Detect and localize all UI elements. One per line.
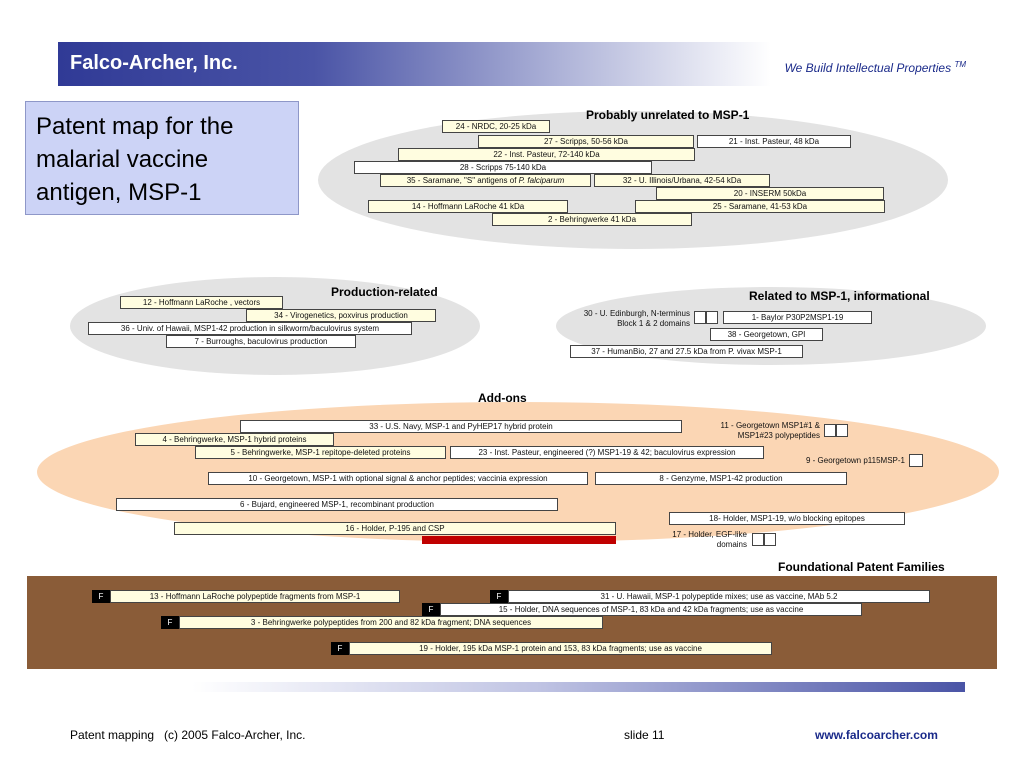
patent-9-label: 9 - Georgetown p115MSP-1: [805, 456, 905, 465]
patent-11-box-b: [836, 424, 848, 437]
patent-27: 27 - Scripps, 50-56 kDa: [478, 135, 694, 148]
patent-14: 14 - Hoffmann LaRoche 41 kDa: [368, 200, 568, 213]
footer-slide-number: slide 11: [624, 728, 665, 742]
patent-4: 4 - Behringwerke, MSP-1 hybrid proteins: [135, 433, 334, 446]
patent-2: 2 - Behringwerke 41 kDa: [492, 213, 692, 226]
foundational-marker-15: F: [422, 603, 440, 616]
patent-15: 15 - Holder, DNA sequences of MSP-1, 83 …: [440, 603, 862, 616]
tagline-text: We Build Intellectual Properties: [784, 61, 952, 75]
company-name: Falco-Archer, Inc.: [70, 52, 238, 74]
patent-10: 10 - Georgetown, MSP-1 with optional sig…: [208, 472, 588, 485]
patent-22: 22 - Inst. Pasteur, 72-140 kDa: [398, 148, 695, 161]
section-title-addons: Add-ons: [478, 391, 527, 405]
footer-copyright: Patent mapping (c) 2005 Falco-Archer, In…: [70, 728, 306, 742]
patent-32: 32 - U. Illinois/Urbana, 42-54 kDa: [594, 174, 770, 187]
foundational-marker-3: F: [161, 616, 179, 629]
patent-24: 24 - NRDC, 20-25 kDa: [442, 120, 550, 133]
patent-12: 12 - Hoffmann LaRoche , vectors: [120, 296, 283, 309]
patent-37: 37 - HumanBio, 27 and 27.5 kDa from P. v…: [570, 345, 803, 358]
patent-17-line1: 17 - Holder, EGF-like: [672, 530, 747, 539]
patent-23: 23 - Inst. Pasteur, engineered (?) MSP1-…: [450, 446, 764, 459]
patent-35-text: 35 - Saramane, "S" antigens of: [406, 176, 519, 185]
tagline: We Build Intellectual Properties TM: [785, 60, 966, 75]
patent-1: 1- Baylor P30P2MSP1-19: [723, 311, 872, 324]
patent-33: 33 - U.S. Navy, MSP-1 and PyHEP17 hybrid…: [240, 420, 682, 433]
footer-website-link[interactable]: www.falcoarcher.com: [815, 728, 938, 742]
patent-7: 7 - Burroughs, baculovirus production: [166, 335, 356, 348]
patent-11-label: 11 - Georgetown MSP1#1 &MSP1#23 polypept…: [700, 421, 820, 441]
section-title-foundational: Foundational Patent Families: [778, 560, 945, 574]
patent-30-box-b: [706, 311, 718, 324]
patent-11-box-a: [824, 424, 836, 437]
patent-16: 16 - Holder, P-195 and CSP: [174, 522, 616, 535]
patent-11-line2: MSP1#23 polypeptides: [737, 431, 820, 440]
foundational-marker-13: F: [92, 590, 110, 603]
patent-35: 35 - Saramane, "S" antigens of P. falcip…: [380, 174, 591, 187]
footer-gradient-bar: [192, 682, 965, 692]
section-title-informational: Related to MSP-1, informational: [749, 289, 930, 303]
patent-30-line1: 30 - U. Edinburgh, N-terminus: [583, 309, 690, 318]
patent-16-highlight-bar: [422, 536, 616, 544]
patent-35-species: P. falciparum: [518, 176, 565, 185]
patent-36: 36 - Univ. of Hawaii, MSP1-42 production…: [88, 322, 412, 335]
patent-17-line2: domains: [716, 540, 747, 549]
patent-28: 28 - Scripps 75-140 kDa: [354, 161, 652, 174]
section-title-production: Production-related: [331, 285, 438, 299]
patent-18: 18- Holder, MSP1-19, w/o blocking epitop…: [669, 512, 905, 525]
patent-13: 13 - Hoffmann LaRoche polypeptide fragme…: [110, 590, 400, 603]
section-title-unrelated: Probably unrelated to MSP-1: [586, 108, 750, 122]
header-banner: Falco-Archer, Inc. We Build Intellectual…: [58, 42, 972, 86]
slide-title: Patent map for the malarial vaccine anti…: [25, 101, 299, 215]
patent-17-box-b: [764, 533, 776, 546]
patent-6: 6 - Bujard, engineered MSP-1, recombinan…: [116, 498, 558, 511]
patent-34: 34 - Virogenetics, poxvirus production: [246, 309, 436, 322]
patent-20: 20 - INSERM 50kDa: [656, 187, 884, 200]
patent-11-line1: 11 - Georgetown MSP1#1 &: [720, 421, 820, 430]
patent-38: 38 - Georgetown, GPI: [710, 328, 823, 341]
patent-30-line2: Block 1 & 2 domains: [617, 319, 690, 328]
patent-30-box-a: [694, 311, 706, 324]
patent-17-box-a: [752, 533, 764, 546]
patent-21: 21 - Inst. Pasteur, 48 kDa: [697, 135, 851, 148]
patent-9-box: [909, 454, 923, 467]
patent-25: 25 - Saramane, 41-53 kDa: [635, 200, 885, 213]
patent-19: 19 - Holder, 195 kDa MSP-1 protein and 1…: [349, 642, 772, 655]
foundational-marker-31: F: [490, 590, 508, 603]
patent-3: 3 - Behringwerke polypeptides from 200 a…: [179, 616, 603, 629]
trademark-mark: TM: [954, 60, 966, 69]
patent-31: 31 - U. Hawaii, MSP-1 polypeptide mixes;…: [508, 590, 930, 603]
patent-8: 8 - Genzyme, MSP1-42 production: [595, 472, 847, 485]
foundational-marker-19: F: [331, 642, 349, 655]
patent-5: 5 - Behringwerke, MSP-1 repitope-deleted…: [195, 446, 446, 459]
